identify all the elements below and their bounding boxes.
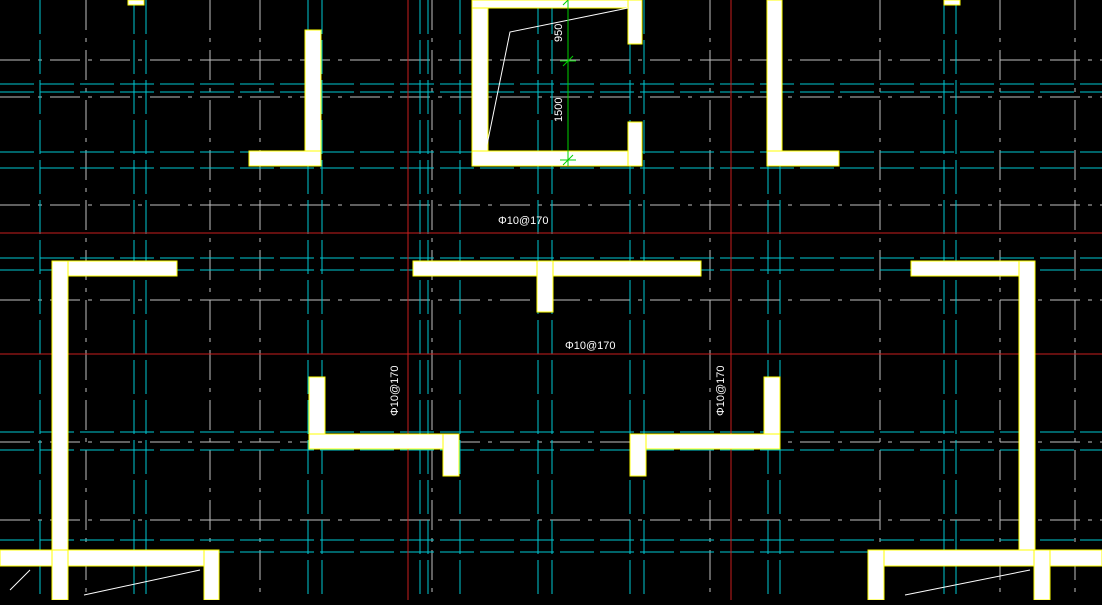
wall-segment: [127, 0, 145, 6]
rebar-annotation-left: Φ10@170: [389, 365, 401, 416]
wall-segment: [629, 433, 781, 450]
wall-segment: [0, 549, 220, 567]
wall-segment: [536, 260, 554, 313]
rebar-annotation-right: Φ10@170: [715, 365, 727, 416]
wall-segment: [629, 433, 647, 477]
wall-segment: [304, 29, 322, 167]
wall-segment: [248, 150, 322, 167]
wall-segment: [766, 0, 783, 167]
rebar-annotation-top: Φ10@170: [498, 215, 549, 227]
rebar-annotation-middle: Φ10@170: [565, 340, 616, 352]
wall-segment: [1033, 549, 1051, 601]
wall-segment: [1018, 260, 1036, 557]
dimension-line: [560, 0, 576, 166]
dimension-upper-text: 950: [553, 24, 565, 42]
wall-segment: [867, 549, 885, 601]
wall-segment: [51, 549, 69, 601]
wall-segment: [442, 433, 460, 477]
wall-segment: [943, 0, 961, 6]
wall-segment: [203, 549, 220, 601]
wall-segment: [51, 260, 178, 277]
wall-segment: [412, 260, 702, 277]
wall-segment: [766, 150, 840, 167]
wall-segment: [51, 260, 69, 557]
wall-segment: [627, 0, 643, 45]
wall-segment: [471, 150, 643, 167]
wall-segment: [627, 121, 643, 167]
wall-segment: [308, 433, 460, 450]
opening-diagonals: [9, 7, 1031, 596]
dimension-lower-text: 1500: [553, 98, 565, 122]
wall-segment: [471, 0, 643, 9]
wall-segment: [910, 260, 1036, 277]
wall-segment: [471, 0, 489, 167]
wall-segment: [867, 549, 1102, 567]
